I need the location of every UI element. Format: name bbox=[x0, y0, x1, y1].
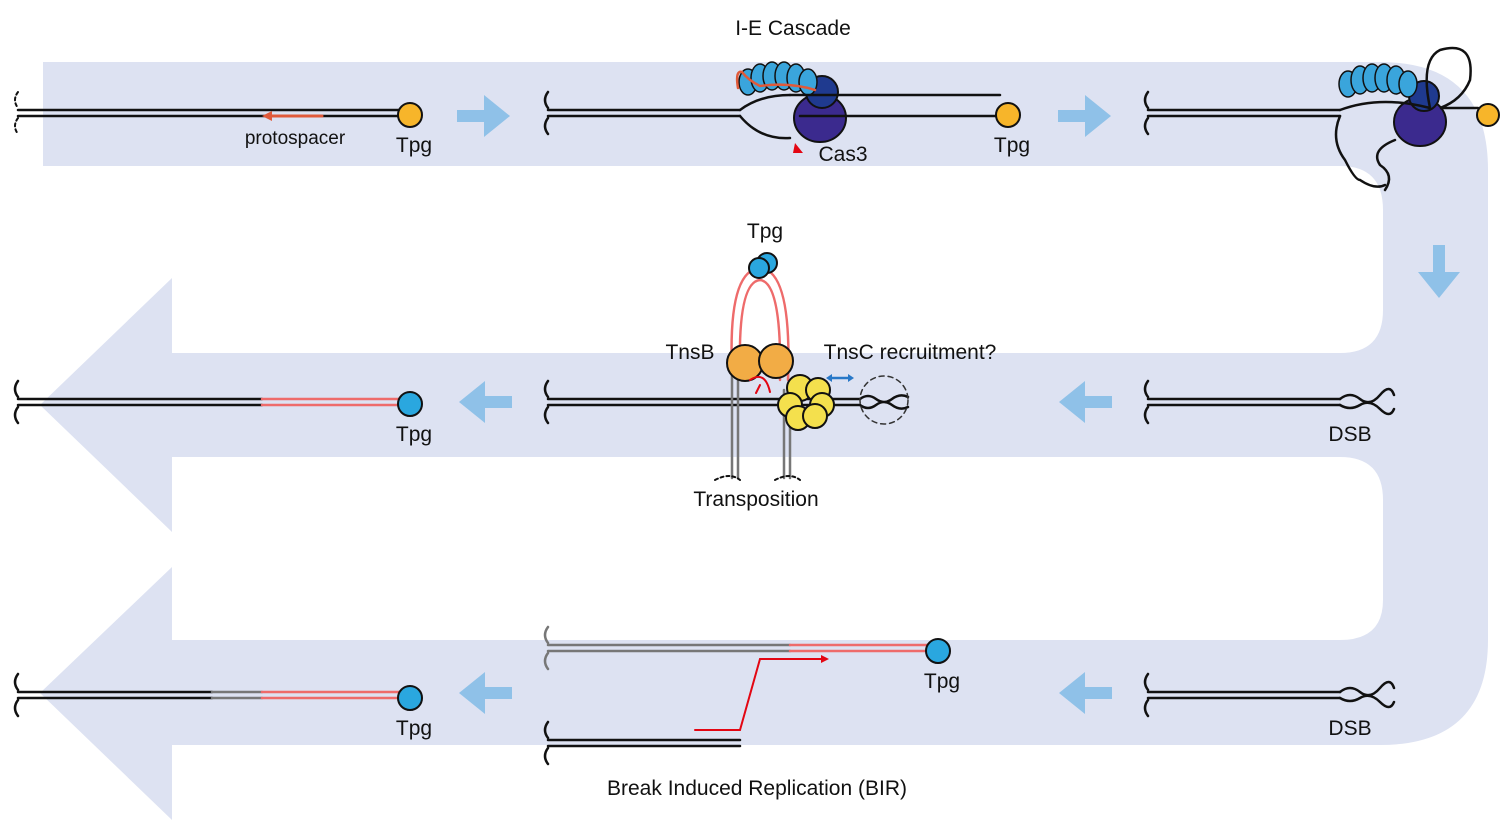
tnsc-icon bbox=[777, 374, 835, 431]
cas3-degradation bbox=[1143, 46, 1480, 192]
transposition-complex bbox=[543, 252, 910, 481]
tnsb-icon bbox=[758, 343, 794, 379]
tpg-blue-icon bbox=[397, 391, 423, 417]
replication-arrow bbox=[694, 658, 823, 731]
bir-intermediate bbox=[543, 625, 930, 766]
dsb-dna bbox=[1143, 379, 1396, 425]
cas3-label: Cas3 bbox=[818, 143, 867, 166]
tpg-label: Tpg bbox=[994, 134, 1030, 157]
dsb-label: DSB bbox=[1328, 423, 1371, 446]
tpg-blue-icon bbox=[748, 257, 770, 279]
tpg-label: Tpg bbox=[747, 220, 783, 243]
down-arrow-icon bbox=[1418, 245, 1460, 298]
tpg-orange-icon bbox=[397, 102, 423, 128]
dna-transposition-product bbox=[13, 379, 402, 425]
right-arrow-icon bbox=[457, 95, 510, 137]
tpg-orange-icon bbox=[1476, 103, 1500, 127]
dna-target bbox=[14, 91, 402, 135]
step-arrows bbox=[457, 95, 1460, 714]
cascade-title: I-E Cascade bbox=[735, 17, 851, 40]
dna-bir-product bbox=[13, 672, 402, 718]
dsb-label: DSB bbox=[1328, 717, 1371, 740]
tpg-blue-icon bbox=[925, 638, 951, 664]
tnsc-label: TnsC recruitment? bbox=[824, 341, 997, 364]
left-arrow-icon bbox=[1059, 672, 1112, 714]
bir-label: Break Induced Replication (BIR) bbox=[607, 777, 907, 800]
tpg-blue-icon bbox=[397, 685, 423, 711]
left-arrow-icon bbox=[1059, 381, 1112, 423]
tpg-label: Tpg bbox=[396, 134, 432, 157]
flow-band bbox=[40, 62, 1488, 820]
dsb-dna bbox=[1143, 672, 1396, 718]
left-arrow-icon bbox=[459, 381, 512, 423]
tpg-orange-icon bbox=[995, 102, 1021, 128]
tpg-label: Tpg bbox=[924, 670, 960, 693]
protospacer-label: protospacer bbox=[245, 128, 346, 149]
transposition-label: Transposition bbox=[693, 488, 818, 511]
left-arrow-icon bbox=[459, 672, 512, 714]
tnsb-icon bbox=[726, 344, 764, 382]
tnsb-label: TnsB bbox=[665, 341, 714, 364]
cascade-complex bbox=[543, 61, 1002, 153]
right-arrow-icon bbox=[1058, 95, 1111, 137]
tpg-label: Tpg bbox=[396, 423, 432, 446]
tpg-label: Tpg bbox=[396, 717, 432, 740]
cleavage-marker-icon bbox=[793, 143, 803, 153]
